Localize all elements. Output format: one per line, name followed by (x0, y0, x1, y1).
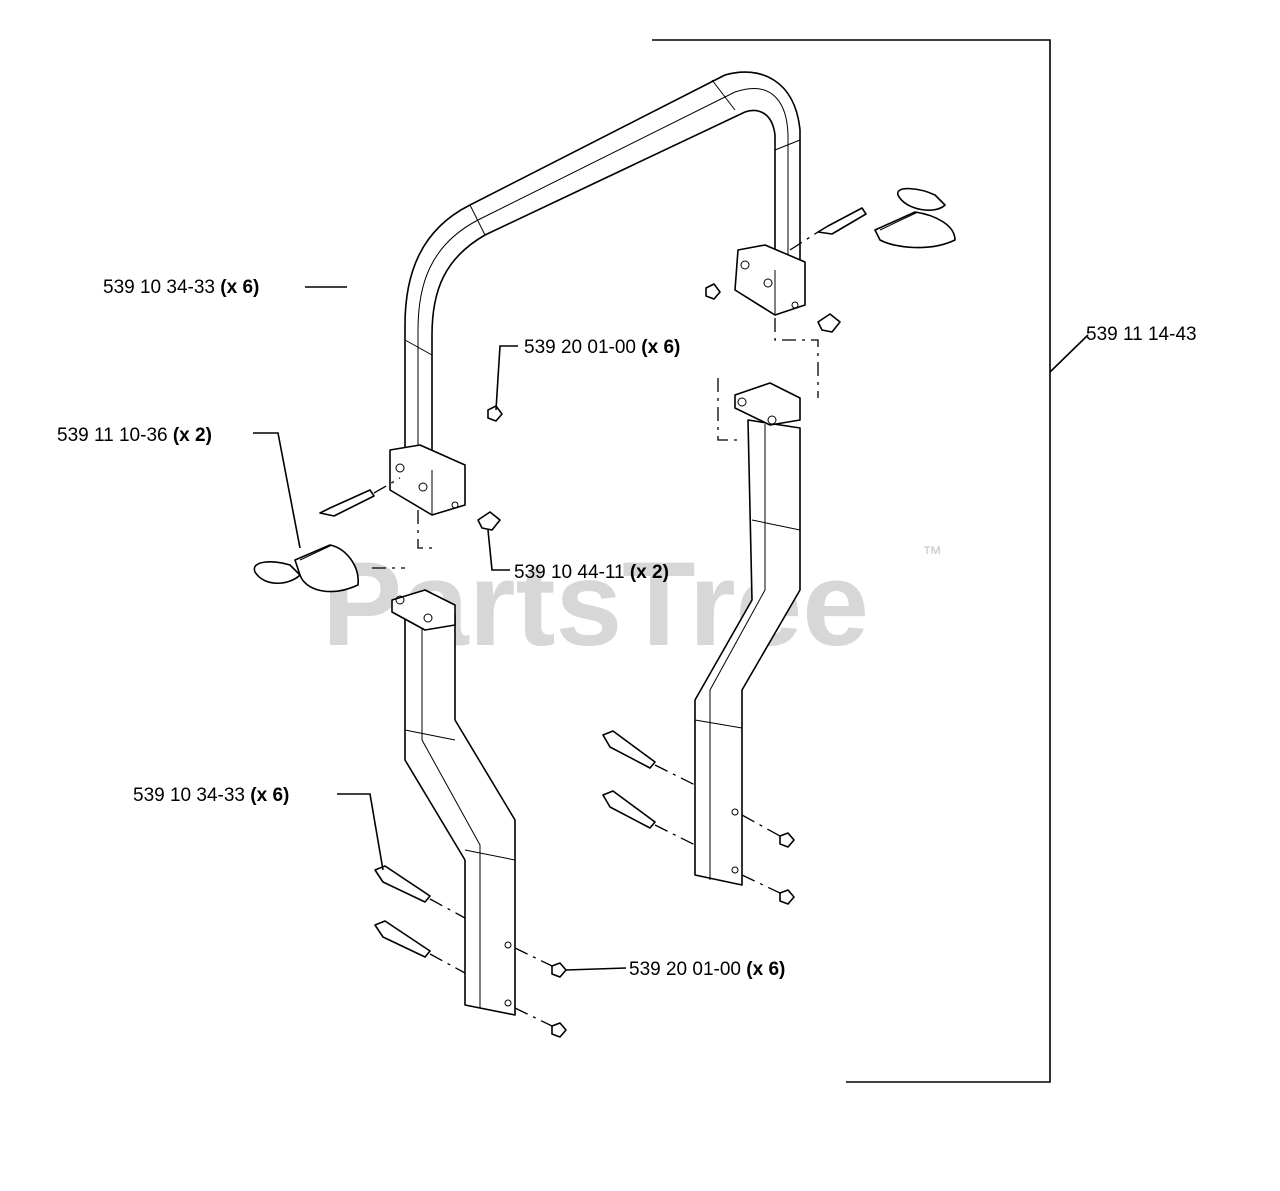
callout-label-6: 539 20 01-00 (x 6) (629, 959, 785, 980)
leader-lines (253, 286, 627, 971)
hitch-pin-left (253, 405, 503, 593)
callout-labels: 539 10 34-33 (x 6) 539 20 01-00 (x 6) 53… (57, 277, 1197, 980)
assembly-label: 539 11 14-43 (1086, 324, 1197, 345)
hitch-pin-right (705, 187, 956, 333)
roll-bar-lower-left (391, 589, 516, 1016)
callout-label-2: 539 20 01-00 (x 6) (524, 337, 680, 358)
alignment-dashes (372, 318, 819, 569)
callout-label-1: 539 10 34-33 (x 6) (103, 277, 259, 298)
callout-label-4: 539 10 44-11 (x 2) (514, 562, 669, 583)
roll-bar-lower-right (694, 382, 801, 886)
callout-label-5: 539 10 34-33 (x 6) (133, 785, 289, 806)
bolts-lower-right (602, 730, 795, 905)
bolts-lower-left (374, 865, 567, 1038)
watermark-tm: ™ (922, 543, 942, 565)
roll-bar-upper (389, 71, 806, 516)
assembly-bracket (652, 39, 1089, 1083)
callout-label-3: 539 11 10-36 (x 2) (57, 425, 212, 446)
